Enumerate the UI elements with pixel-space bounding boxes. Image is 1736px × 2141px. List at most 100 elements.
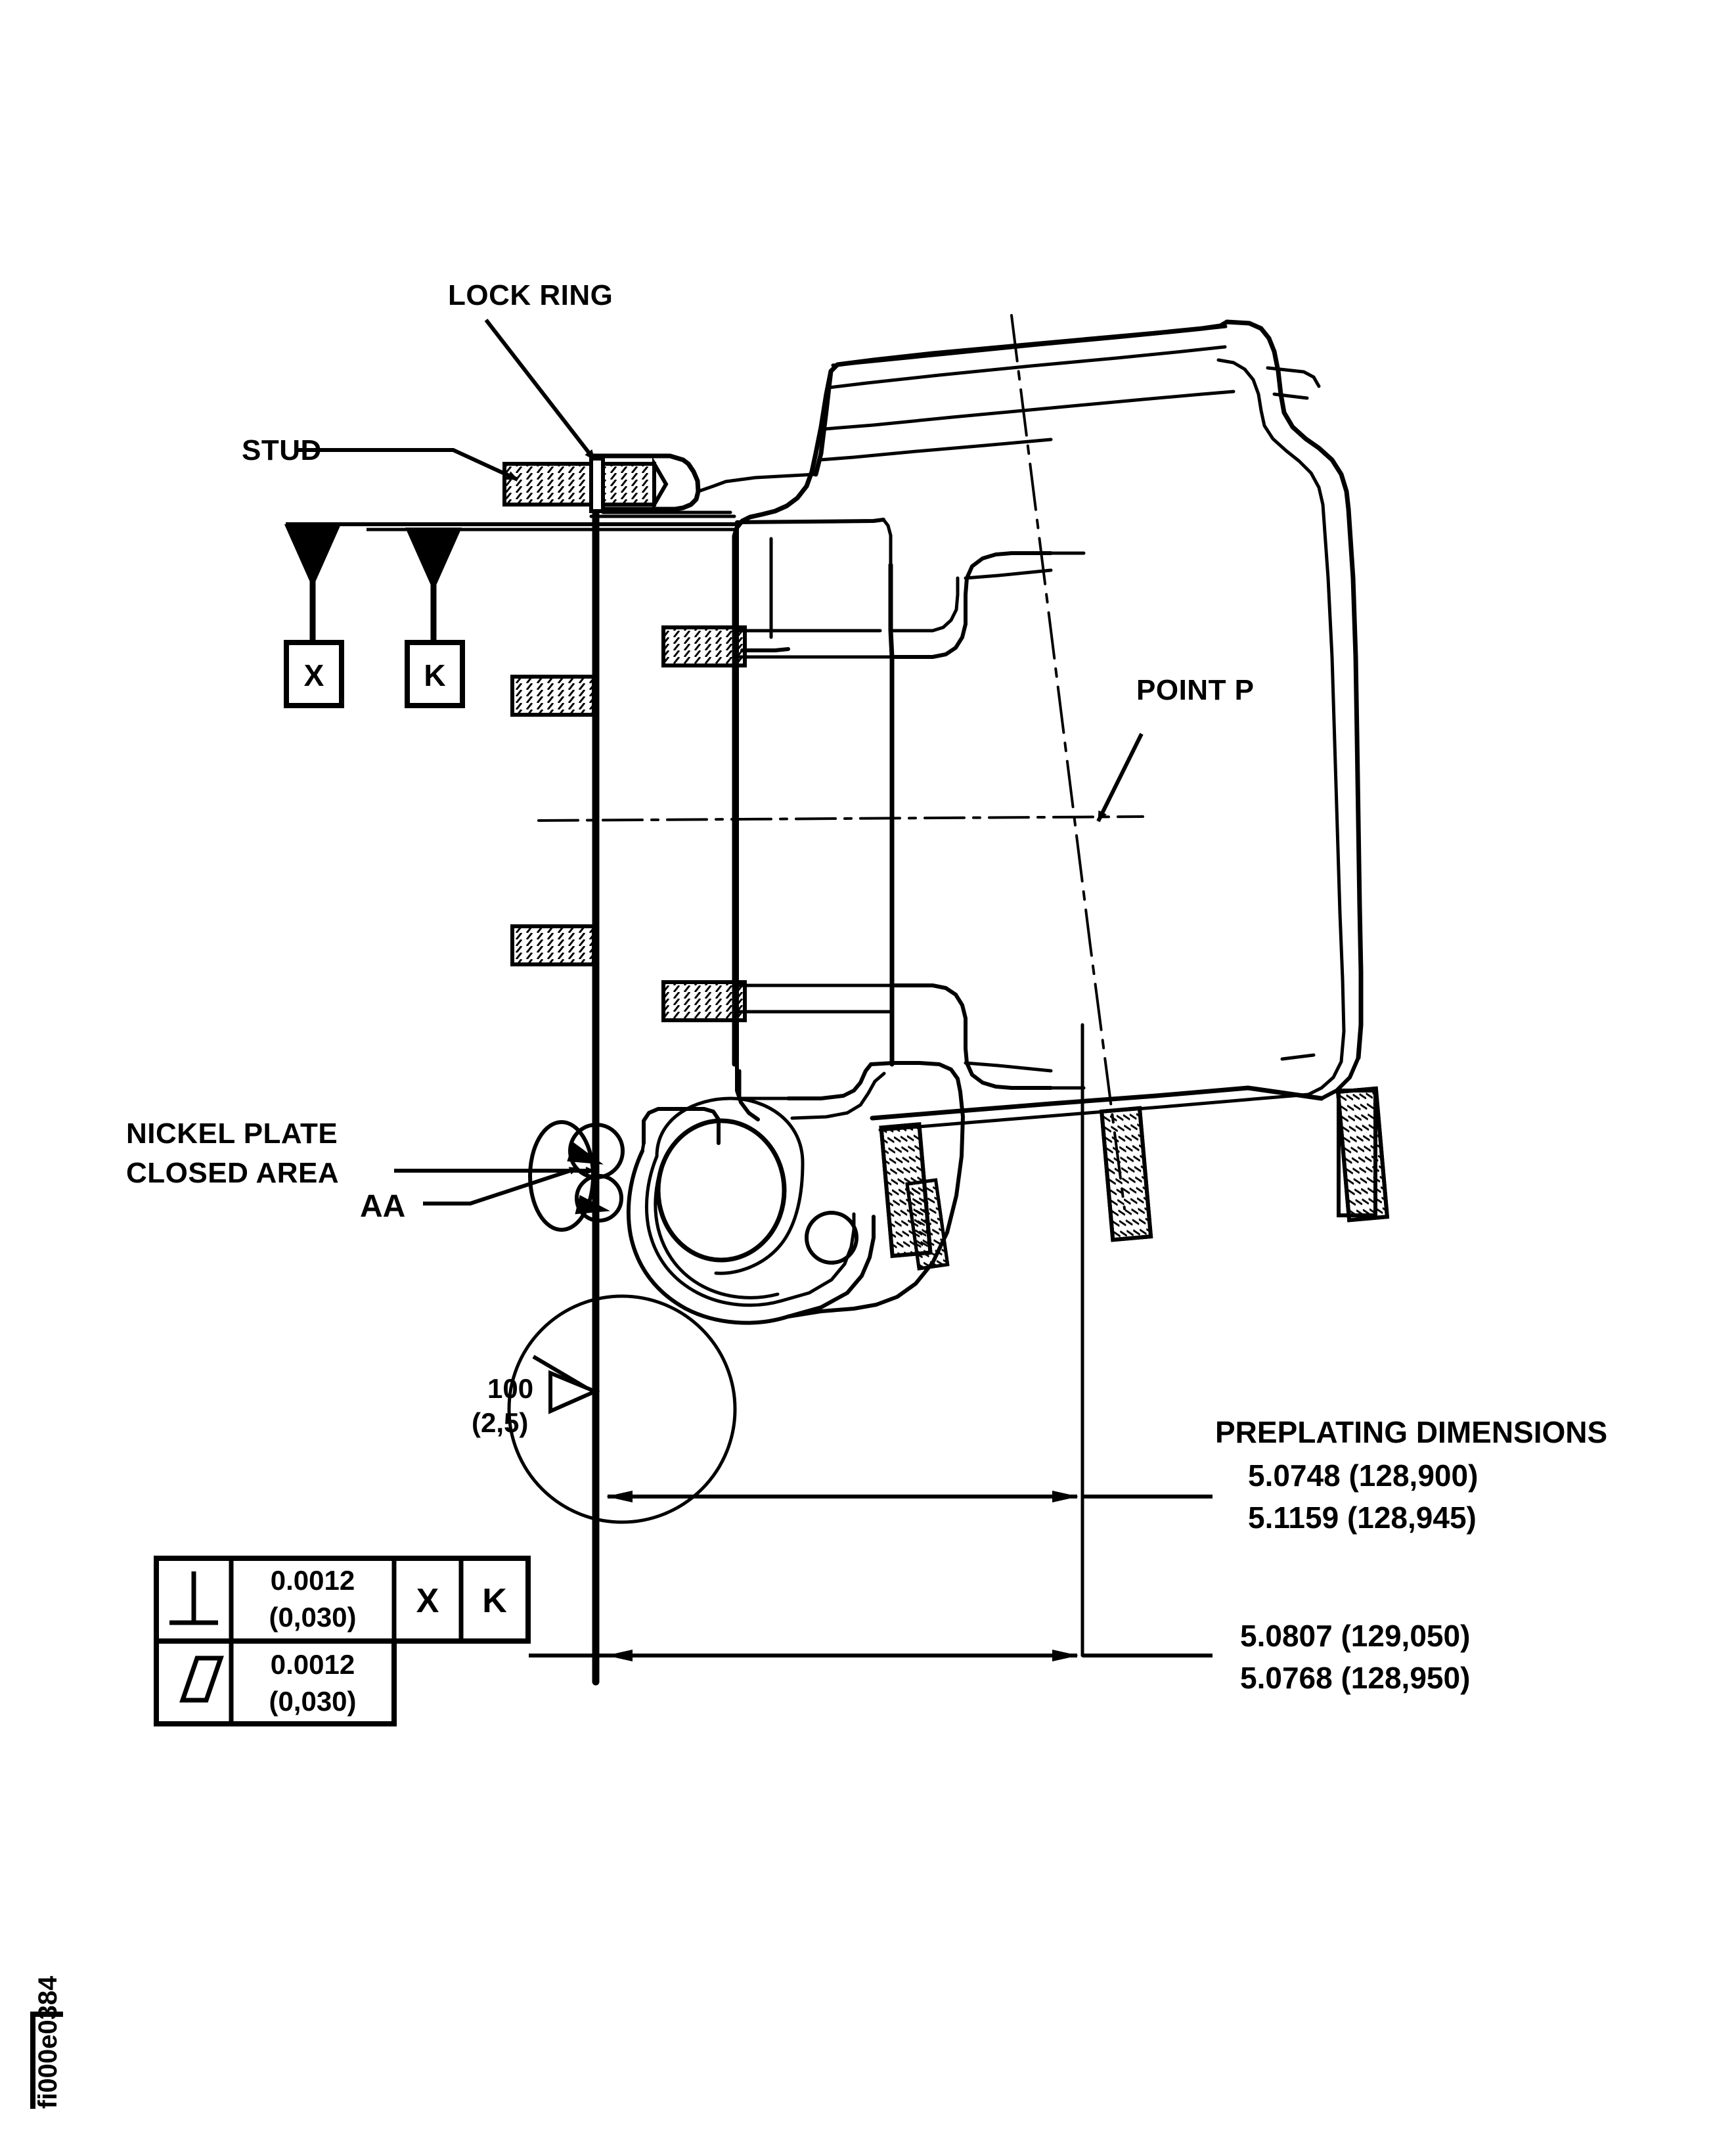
lock-ring-profile (590, 453, 701, 512)
surface-finish-triangle (548, 1370, 600, 1414)
stud-upper-inner (661, 625, 747, 667)
datum-k-letter: K (424, 658, 445, 692)
nickel-plate-zone-arrows (567, 1142, 610, 1215)
rim-lower-slant (870, 1085, 1324, 1121)
zone-arrow-1 (567, 1142, 604, 1165)
rim-band-inner (827, 345, 1227, 390)
detail-circle (507, 1294, 737, 1524)
stud-axis-centerline (1010, 314, 1126, 1210)
datum-symbols-group: X K (284, 522, 736, 708)
feature-control-frame: 0.0012 (0,030) X K 0.0012 (0,030) (154, 1556, 531, 1726)
surface-finish-symbol (532, 1355, 600, 1414)
preplating-heading: PREPLATING DIMENSIONS (1215, 1415, 1607, 1449)
aa-leader (423, 1166, 579, 1206)
preplating-lower-2: 5.0768 (128,950) (1240, 1661, 1470, 1695)
housing-wall-inner2 (654, 1160, 780, 1299)
bearing-boss-top (642, 1107, 721, 1145)
flange-step-right (881, 518, 893, 567)
stud-leader (296, 448, 519, 482)
figure-id-text: fi000e0384 (33, 1975, 62, 2109)
fcf-row2-tol-metric: (0,030) (269, 1686, 356, 1717)
preplating-lower-1: 5.0807 (129,050) (1240, 1619, 1470, 1653)
nickel-plate-label-line1: NICKEL PLATE (126, 1117, 338, 1150)
figure-id-group: fi000e0384 (30, 1975, 63, 2109)
body-contour-b (964, 1061, 1053, 1073)
axis-centerline (537, 815, 1144, 822)
point-p-label: POINT P (1136, 674, 1255, 706)
flange-arm-right (869, 1061, 962, 1094)
rim-head-right (1224, 319, 1351, 512)
aa-label: AA (360, 1189, 405, 1224)
dimension-text-group: PREPLATING DIMENSIONS 5.0748 (128,900) 5… (1215, 1415, 1607, 1695)
nickel-plate-label-line2: CLOSED AREA (126, 1157, 339, 1189)
dimension-lines-group (529, 1491, 1213, 1661)
body-contour-a (964, 568, 1053, 580)
housing-right (786, 1215, 876, 1318)
stud-angled-middle (1099, 1106, 1153, 1242)
nickel-plate-zone-marks (528, 1120, 625, 1232)
figure-id-corner-bracket (30, 2012, 63, 2109)
rim-notch-upper (1266, 366, 1321, 388)
datum-k-box (405, 640, 465, 708)
detail-view-circle-group (507, 1294, 737, 1524)
surface-finish-value: 100 (487, 1373, 533, 1404)
perpendicularity-symbol (169, 1571, 218, 1625)
lock-ring-leader (484, 319, 596, 461)
housing-wall-inner (644, 1154, 784, 1307)
flange-arm-top2 (790, 1071, 886, 1120)
stud-upper-left (510, 675, 596, 717)
datum-flag-k: K (405, 528, 465, 708)
lock-ring-label: LOCK RING (448, 279, 613, 311)
flange-arm-top (786, 1062, 873, 1100)
fcf-row1-datum-2: K (482, 1582, 507, 1620)
flange-outer-body (786, 1090, 965, 1318)
point-p-leader (1096, 732, 1144, 823)
stud-lower-inner (661, 980, 747, 1022)
stud-lower-left (510, 924, 596, 966)
rim-notch-upper2 (1272, 392, 1309, 400)
rim-head-right-inner (1216, 358, 1325, 507)
rim-groove-line (822, 390, 1235, 431)
col-to-rim-upper (890, 551, 1053, 659)
col-to-rim-lower (890, 983, 1053, 1090)
stud-flange-arm (905, 1178, 950, 1271)
zone-arrow-2 (575, 1195, 610, 1215)
annotations-group: LOCK RING STUD POINT P NICKEL PLATE CLOS… (126, 279, 1255, 1438)
fcf-row2-border (154, 1638, 397, 1726)
hub-lower-pocket (735, 1062, 760, 1121)
rim-top-edge (696, 472, 818, 493)
body-column-right (888, 562, 895, 1067)
stud-outer-rim-right (1337, 1089, 1377, 1217)
datum-x-letter: X (304, 658, 324, 692)
boss-top-shelf (740, 647, 790, 652)
bearing-bore-outer (655, 1096, 805, 1275)
datum-x-box (284, 640, 344, 708)
outer-rim-bottom-right (1320, 1056, 1360, 1100)
col-to-rim-upper2 (890, 576, 960, 633)
datum-x-triangle (284, 524, 342, 588)
rim-band-inner2 (831, 325, 1228, 367)
bearing-bore (656, 1118, 787, 1263)
datum-flag-x: X (284, 524, 344, 708)
stud-label: STUD (242, 434, 322, 466)
rim-notch-lower (1280, 1053, 1316, 1061)
datum-k-triangle (405, 528, 462, 591)
housing-wall-outer (626, 1149, 790, 1325)
nickel-zone-circle-lower (575, 1174, 623, 1223)
stud-top (502, 456, 669, 513)
surface-finish-metric: (2,5) (472, 1407, 528, 1438)
hub-lower-box (738, 1069, 790, 1100)
fcf-row1-datum-1: X (416, 1582, 439, 1620)
rim-groove-line2 (818, 438, 1053, 462)
outer-rim-right-face2 (1321, 503, 1346, 1064)
fcf-row1-tol-metric: (0,030) (269, 1602, 356, 1633)
outer-rim-right-face (1346, 507, 1364, 1060)
fcf-row2-tol-inch: 0.0012 (271, 1649, 355, 1680)
stud-angled-right (1335, 1086, 1390, 1223)
fcf-row1-tol-inch: 0.0012 (271, 1565, 355, 1596)
preplating-upper-2: 5.1159 (128,945) (1248, 1500, 1477, 1535)
parallelism-symbol (179, 1656, 224, 1703)
flange-arm-hole (805, 1211, 858, 1265)
